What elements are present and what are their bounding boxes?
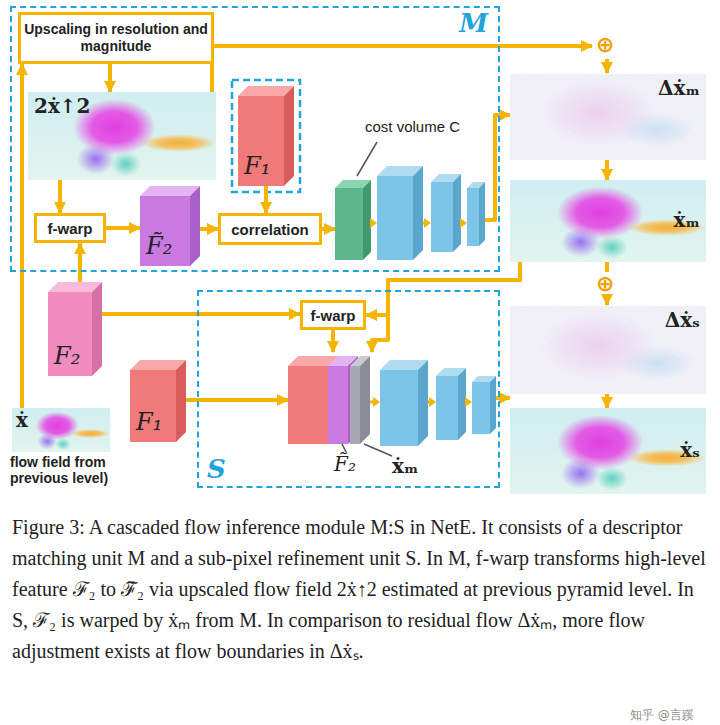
flow-arrow bbox=[372, 262, 520, 352]
node-text: ẋₘ bbox=[674, 208, 701, 232]
refinement-unit-region: Sf-warpF̃₂ ẋₘ bbox=[197, 290, 500, 488]
warp-box: f-warp bbox=[34, 213, 106, 243]
feature-cube: F₁ bbox=[238, 86, 294, 186]
residual-flow-image: Δẋₘ bbox=[510, 74, 706, 160]
cost-volume-stack: cost volume C bbox=[335, 118, 485, 264]
flow-arrow bbox=[102, 312, 300, 316]
node-text: F₂ bbox=[54, 342, 80, 370]
node-text: f-warp bbox=[48, 220, 93, 237]
flow-arrow bbox=[20, 64, 24, 408]
node-text: cost volume C bbox=[365, 118, 460, 135]
flow-arrow bbox=[605, 394, 609, 408]
flow-arrow bbox=[106, 226, 140, 230]
node-text: ẋ bbox=[16, 408, 28, 432]
flow-image: ẋₘ bbox=[510, 180, 706, 262]
node-text: F̃₂ bbox=[334, 452, 356, 476]
figure-caption: Figure 3: A cascaded flow inference modu… bbox=[12, 512, 708, 667]
flow-arrow bbox=[331, 330, 335, 352]
watermark: 知乎 @言蹊 bbox=[630, 707, 694, 724]
flow-arrow bbox=[78, 243, 82, 282]
flow-arrow bbox=[264, 186, 268, 213]
flow-arrow bbox=[322, 227, 335, 231]
residual-flow-image: Δẋₛ bbox=[510, 306, 706, 394]
node-text: ẋₘ bbox=[392, 454, 419, 478]
input-flow-image: ẋ flow field from previous level) bbox=[8, 408, 142, 502]
flow-arrow bbox=[485, 115, 510, 220]
node-text: Upscaling in resolution and magnitude bbox=[21, 21, 211, 55]
sum-symbol: ⊕ bbox=[596, 270, 614, 298]
feature-cube: F₁ bbox=[130, 360, 186, 442]
sum-arrow bbox=[605, 59, 609, 73]
node-text: Δẋₛ bbox=[665, 308, 700, 332]
flow-arrow bbox=[605, 160, 609, 180]
concat-conv-stack: F̃₂ ẋₘ bbox=[288, 352, 496, 486]
flow-arrow bbox=[200, 227, 218, 231]
flow-arrow bbox=[186, 398, 288, 402]
node-text: F₁ bbox=[244, 152, 270, 180]
node-text: S bbox=[207, 454, 226, 484]
node-text: f-warp bbox=[311, 307, 356, 324]
node-text: correlation bbox=[231, 221, 309, 238]
sum-arrow bbox=[605, 296, 609, 305]
flow-arrow bbox=[108, 64, 112, 92]
sum-symbol: ⊕ bbox=[596, 31, 614, 59]
node-text: F̃₂ bbox=[146, 232, 172, 260]
flow-image: ẋₛ bbox=[510, 408, 706, 494]
node-text: F₁ bbox=[136, 408, 162, 436]
feature-cube: F₂ bbox=[48, 282, 102, 376]
node-text: Δẋₘ bbox=[658, 76, 700, 100]
warp-box: f-warp bbox=[300, 300, 366, 330]
node-text: 2ẋ↑2 bbox=[34, 94, 91, 118]
correlation-box: correlation bbox=[218, 213, 322, 245]
sum-line bbox=[605, 262, 609, 272]
flow-arrow bbox=[58, 180, 62, 213]
feature-frame bbox=[232, 80, 300, 192]
node-text: flow field from previous level) bbox=[10, 454, 140, 486]
node-text: M bbox=[459, 8, 488, 38]
flow-image: 2ẋ↑2 bbox=[28, 92, 216, 180]
block-drawing bbox=[335, 118, 485, 264]
node-text: ẋₛ bbox=[680, 438, 700, 462]
matching-unit-region: M Upscaling in resolution and magnitude 2ẋ… bbox=[10, 6, 500, 272]
upscaling-box: Upscaling in resolution and magnitude bbox=[18, 12, 214, 64]
warped-feature-cube: F̃₂ bbox=[140, 186, 200, 266]
